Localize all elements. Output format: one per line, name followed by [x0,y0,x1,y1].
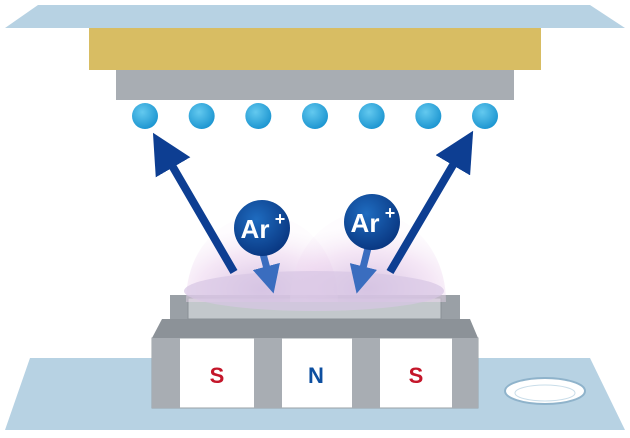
magnet-label-south-left: S [210,363,225,388]
magnet-label-north: N [308,363,324,388]
ion-charge: + [385,203,396,223]
ion-arrow-right [349,247,377,294]
ion-left: Ar + [234,200,290,256]
atom [358,103,385,129]
ion-circle [234,200,290,256]
atom [415,103,442,129]
ion-label: Ar [241,214,270,244]
substrate-plate [5,5,625,28]
magnet-separator-1 [152,338,180,408]
magnet-block [151,337,479,409]
magnet-separator-2 [254,338,282,408]
ion-circle [344,194,400,250]
sputter-arrow-left [152,132,238,275]
ion-label: Ar [351,208,380,238]
ion-right: Ar + [344,194,400,250]
cathode-base [152,319,478,338]
sputtered-atoms [132,103,498,129]
atom [132,103,158,129]
ion-charge: + [275,209,286,229]
sputter-arrow-right [386,130,474,275]
magnet-label-south-right: S [409,363,424,388]
base-hole-inner [514,384,576,402]
atom [472,103,498,129]
atom [302,103,328,129]
plasma-base [184,271,444,311]
atom [245,103,272,129]
atom [188,103,215,129]
target-film [89,28,541,70]
backing-layer [116,70,514,100]
magnet-separator-3 [352,338,380,408]
magnet-separator-4 [452,338,478,408]
